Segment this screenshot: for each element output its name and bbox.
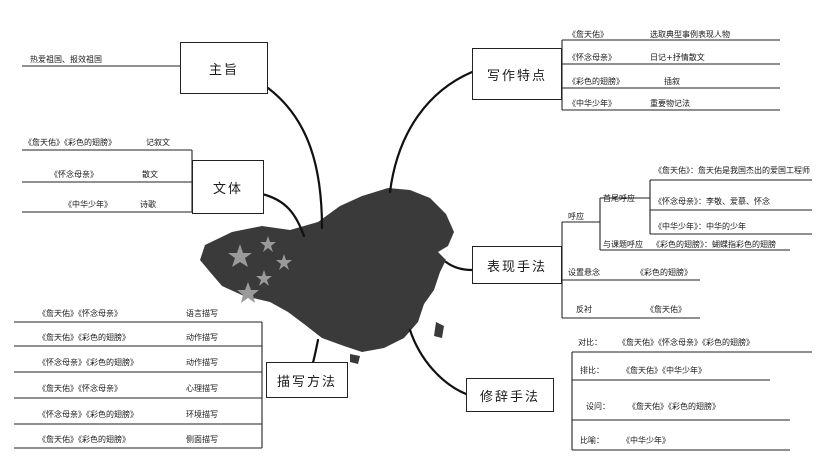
feature-work-1: 《詹天佑》	[568, 30, 608, 39]
rhetoric-works-4: 《中华少年》	[622, 436, 670, 445]
description-works-4: 《詹天佑》《怀念母亲》	[38, 384, 122, 393]
description-method-4: 心理描写	[186, 384, 218, 393]
genre-type-1: 记叙文	[146, 138, 170, 147]
expression-node: 表现手法	[472, 246, 562, 284]
genre-type-3: 诗歌	[140, 200, 156, 209]
genre-works-3: 《中华少年》	[64, 200, 112, 209]
suspense-label: 设置悬念	[568, 268, 600, 277]
feature-work-4: 《中华少年》	[568, 99, 616, 108]
feature-desc-3: 插叙	[664, 77, 680, 86]
description-method-2: 动作描写	[186, 333, 218, 342]
writing-features-node: 写作特点	[472, 48, 562, 100]
taiwan-shape	[434, 322, 444, 338]
description-works-1: 《詹天佑》《怀念母亲》	[38, 309, 122, 318]
rhetoric-works-2: 《詹天佑》《中华少年》	[622, 366, 706, 375]
contrast-label: 反衬	[576, 305, 592, 314]
rhetoric-type-4: 比喻：	[580, 436, 604, 445]
theme-node: 主旨	[180, 42, 268, 94]
rhetoric-type-3: 设问：	[586, 402, 610, 411]
feature-desc-1: 选取典型事例表现人物	[650, 30, 730, 39]
feature-desc-4: 重要物记法	[650, 99, 690, 108]
description-node: 描写方法	[266, 362, 348, 398]
description-method-1: 语言描写	[186, 309, 218, 318]
title-echo-label: 与课题呼应	[603, 240, 643, 249]
suspense-work: 《彩色的翅膀》	[636, 268, 692, 277]
feature-work-3: 《彩色的翅膀》	[568, 77, 624, 86]
theme-content: 热爱祖国、报效祖国	[30, 55, 102, 64]
genre-works-1: 《詹天佑》《彩色的翅膀》	[24, 138, 116, 147]
head-tail-item-1: 《詹天佑》：詹天佑是我国杰出的爱国工程师	[654, 166, 810, 175]
head-tail-item-3: 《中华少年》：中华的少年	[654, 222, 746, 231]
description-method-6: 侧面描写	[186, 435, 218, 444]
rhetoric-works-1: 《詹天佑》《怀念母亲》《彩色的翅膀》	[618, 338, 754, 347]
head-tail-item-2: 《怀念母亲》：李敬、爱慕、怀念	[654, 197, 770, 206]
genre-works-2: 《怀念母亲》	[50, 170, 98, 179]
rhetoric-type-1: 对比：	[578, 338, 602, 347]
genre-node: 文体	[192, 160, 264, 214]
genre-type-2: 散文	[142, 170, 158, 179]
echo-label: 呼应	[568, 212, 584, 221]
description-method-3: 动作描写	[186, 358, 218, 367]
description-works-2: 《詹天佑》《彩色的翅膀》	[38, 333, 130, 342]
rhetoric-type-2: 排比：	[580, 366, 604, 375]
description-works-6: 《詹天佑》《彩色的翅膀》	[38, 435, 130, 444]
china-map-shape	[200, 188, 454, 352]
head-tail-echo-label: 首尾呼应	[603, 194, 635, 203]
rhetoric-works-3: 《詹天佑》《彩色的翅膀》	[628, 402, 720, 411]
contrast-work: 《詹天佑》	[646, 305, 686, 314]
description-works-5: 《怀念母亲》《彩色的翅膀》	[38, 410, 138, 419]
map-stars	[228, 236, 292, 303]
hainan-shape	[350, 354, 360, 364]
title-echo-item: 《彩色的翅膀》：蝴蝶指彩色的翅膀	[652, 240, 776, 249]
description-method-5: 环境描写	[186, 410, 218, 419]
rhetoric-node: 修辞手法	[466, 378, 554, 412]
feature-work-2: 《怀念母亲》	[568, 53, 616, 62]
feature-desc-2: 日记+抒情散文	[650, 53, 705, 62]
description-works-3: 《怀念母亲》《彩色的翅膀》	[38, 358, 138, 367]
